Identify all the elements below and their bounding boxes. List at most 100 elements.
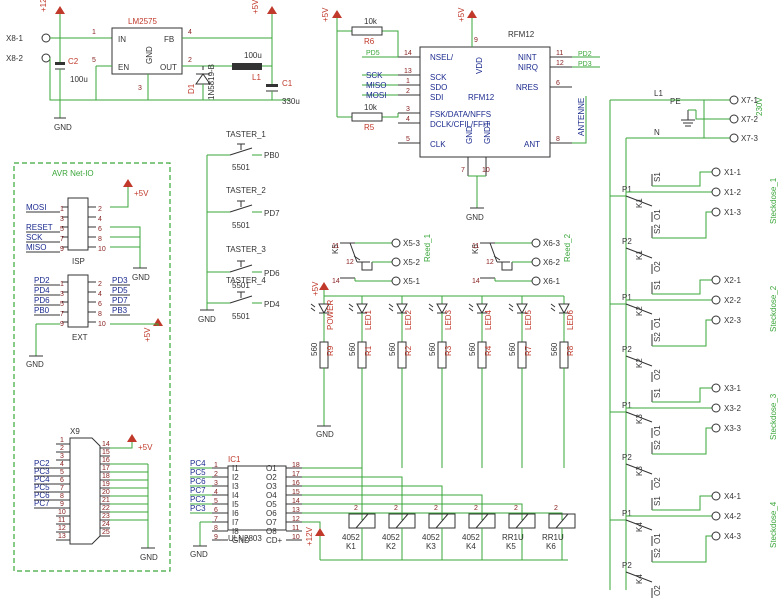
x9-pin-2: 2 <box>60 445 64 452</box>
uln-outpin-2: 16 <box>292 480 300 487</box>
reed-pin-b-1: 11 <box>332 243 339 250</box>
x9-pin-24: 24 <box>102 521 110 528</box>
ext-net-pd5: PD5 <box>112 286 128 295</box>
socket-3-term-label-1: X3-1 <box>724 384 741 393</box>
rfm12-pnum-13: 13 <box>404 68 412 75</box>
socket-4-terminal-2[interactable] <box>711 511 721 521</box>
socket-1-relay-1: K1 <box>635 198 644 208</box>
mains-terminal-2[interactable] <box>729 114 739 124</box>
uln-net-pc5: PC5 <box>190 468 206 477</box>
uln-out-1: O2 <box>266 473 277 482</box>
isp-pin-10: 10 <box>98 246 106 253</box>
ext-pin-3: 3 <box>60 291 64 298</box>
button-taster-1[interactable]: TASTER_1 5501 PB0 <box>207 130 280 172</box>
reed-term-label-2-1: X6-3 <box>543 239 560 248</box>
socket-1-terminal-3[interactable] <box>711 207 721 217</box>
lm2575-chip <box>111 27 183 75</box>
socket-2-terminal-1[interactable] <box>711 275 721 285</box>
lm2575-pin-en: EN <box>118 63 129 72</box>
l1-value: 100u <box>244 51 262 60</box>
uln-outpin-5: 13 <box>292 507 300 514</box>
socket-1-terminal-1[interactable] <box>711 167 721 177</box>
ext-pin-2: 2 <box>98 281 102 288</box>
v5-arrow-x9 <box>127 434 137 442</box>
gnd-label-ext: GND <box>26 360 44 369</box>
socket-4-terminal-3[interactable] <box>711 531 721 541</box>
socket-2-terminal-2[interactable] <box>711 295 721 305</box>
socket-4-s1: S1 <box>653 496 662 506</box>
isp-pin-5: 5 <box>60 226 64 233</box>
socket-3-terminal-2[interactable] <box>711 403 721 413</box>
relay-name-2: K3 <box>426 542 436 551</box>
resistor-name-1: R1 <box>364 345 373 356</box>
socket-3-terminal-1[interactable] <box>711 383 721 393</box>
socket-3-p1: P1 <box>622 401 632 410</box>
socket-4-terminal-1[interactable] <box>711 491 721 501</box>
ext-net-pd7: PD7 <box>112 296 128 305</box>
uln-inpin-5: 6 <box>214 507 218 514</box>
uln-out-4: O5 <box>266 500 277 509</box>
socket-3-terminal-3[interactable] <box>711 423 721 433</box>
terminal-x8-2[interactable] <box>41 53 51 63</box>
button-taster-4[interactable]: TASTER_4 TASTER_4 5501 PD4 <box>207 276 280 321</box>
terminal-x8-1[interactable] <box>41 33 51 43</box>
uln2803-value: ULN2803 <box>228 534 262 543</box>
reed-terminal-1-1[interactable] <box>391 238 401 248</box>
mains-terminal-3[interactable] <box>729 133 739 143</box>
ext-connector: 1 3 5 7 9 2 4 6 8 10 PD2 PD4 PD6 PB0 PD3… <box>26 274 163 369</box>
d1-value: 1N5819-B <box>207 64 216 100</box>
resistor-value-1: 560 <box>348 342 357 356</box>
socket-2-p1: P1 <box>622 293 632 302</box>
d1-name: D1 <box>187 83 196 94</box>
uln-out-0: O1 <box>266 464 277 473</box>
uln-outpin-1: 17 <box>292 471 300 478</box>
rfm12-pin-sdi: SDI <box>430 93 443 102</box>
x9-net-pc5: PC5 <box>34 483 50 492</box>
c1-name: C1 <box>282 79 293 88</box>
x9-net-pc4: PC4 <box>34 475 50 484</box>
ext-pin-6: 6 <box>98 301 102 308</box>
isp-pin-1: 1 <box>60 206 64 213</box>
reed-terminal-2-3[interactable] <box>531 276 541 286</box>
reed-contacts: Reed_1K5121114X5-3X5-2X5-1Reed_2K6121114… <box>331 233 572 286</box>
uln-in-3: I4 <box>232 491 239 500</box>
isp-connector: 1 3 5 7 9 2 4 6 8 10 MOSI RESET SCK MISO… <box>26 179 150 282</box>
avr-net-io-frame <box>13 162 171 572</box>
r5-value: 10k <box>364 103 378 112</box>
button-taster-2[interactable]: TASTER_2 5501 PD7 <box>207 186 280 230</box>
reed-terminal-2-1[interactable] <box>531 238 541 248</box>
rfm12-pin-dclk: DCLK/CFIL/FFIT <box>430 120 490 129</box>
x9-sub-d-shell <box>69 437 101 545</box>
ext-pin-9: 9 <box>60 321 64 328</box>
socket-3-s1: S1 <box>653 388 662 398</box>
button-taster-3[interactable]: TASTER_3 5501 PD6 <box>207 245 280 290</box>
socket-2-term-label-3: X2-3 <box>724 316 741 325</box>
relay-pin-1: 2 <box>394 505 398 512</box>
resistor-name-4: R4 <box>484 345 493 356</box>
uln-outpin-7: 11 <box>292 525 299 532</box>
socket-1-terminal-2[interactable] <box>711 187 721 197</box>
x9-pin-8: 8 <box>60 493 64 500</box>
reed-terminal-1-2[interactable] <box>391 257 401 267</box>
resistor-name-0: R9 <box>326 345 335 356</box>
isp-pin-7: 7 <box>60 236 64 243</box>
ext-pin-4: 4 <box>98 291 102 298</box>
rfm12-title: RFM12 <box>508 30 535 39</box>
x9-pin-20: 20 <box>102 489 110 496</box>
mains-pe-label: PE <box>670 97 681 106</box>
taster-4-value: 5501 <box>232 312 250 321</box>
gnd-label-isp: GND <box>132 273 150 282</box>
mains-terminal-1[interactable] <box>729 95 739 105</box>
resistor-name-5: R7 <box>524 345 533 356</box>
taster-1-value: 5501 <box>232 163 250 172</box>
relay-name-3: K4 <box>466 542 476 551</box>
reed-terminal-1-3[interactable] <box>391 276 401 286</box>
rfm12-pnum-9: 9 <box>474 37 478 44</box>
socket-2-terminal-3[interactable] <box>711 315 721 325</box>
x9-pin-4: 4 <box>60 461 64 468</box>
reed-terminal-2-2[interactable] <box>531 257 541 267</box>
